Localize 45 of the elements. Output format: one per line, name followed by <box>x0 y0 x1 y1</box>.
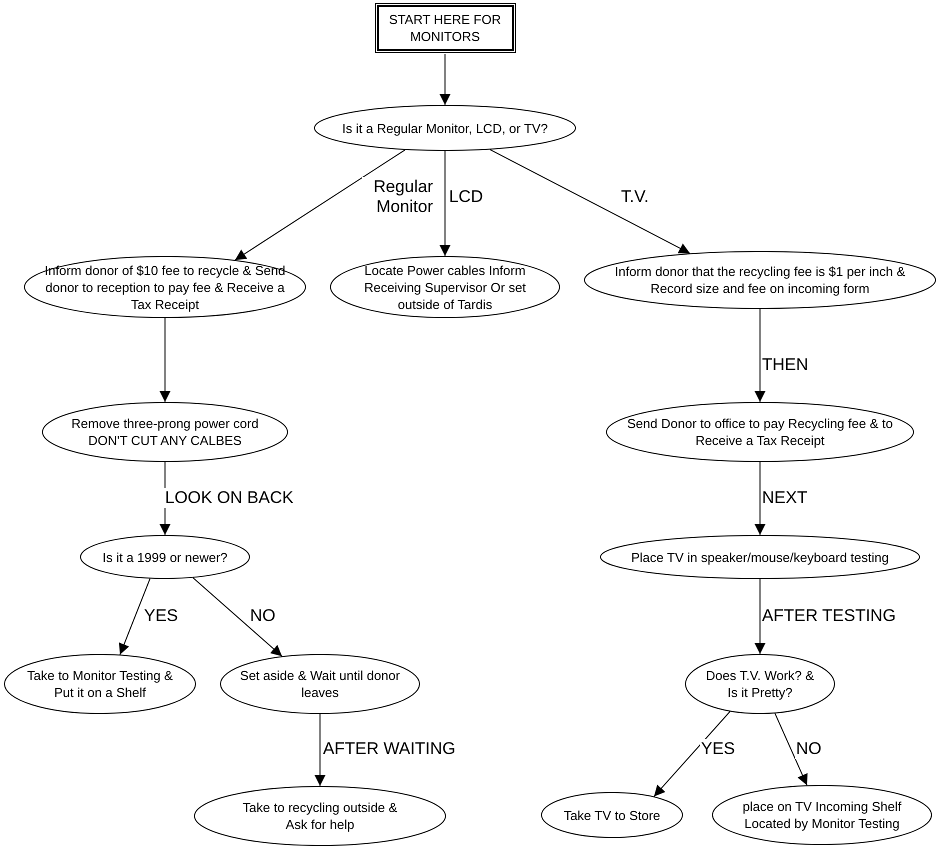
process-ellipse <box>4 654 196 714</box>
node-text: Take TV to Store <box>564 806 660 824</box>
node-text: Place TV in speaker/mouse/keyboard testing <box>631 548 889 566</box>
process-ellipse <box>314 105 576 151</box>
node-text: Set aside & Wait until donor leaves <box>239 667 401 701</box>
arrow <box>774 712 808 786</box>
edge-label: NO <box>795 739 822 759</box>
arrow <box>314 714 326 786</box>
arrow <box>234 149 406 261</box>
process-ellipse <box>42 402 288 462</box>
arrow <box>754 578 766 654</box>
start-box <box>376 5 514 51</box>
process-ellipse <box>80 535 250 579</box>
process-ellipse <box>685 654 835 714</box>
process-ellipse <box>541 792 683 838</box>
node-text: Does T.V. Work? & Is it Pretty? <box>705 667 815 701</box>
node-text: Inform donor of $10 fee to recycle & Send donor to reception to pay fee & Receive a Tax Receipt <box>44 262 286 312</box>
node-text: Take to Monitor Testing & Put it on a Shelf <box>26 667 174 701</box>
arrow <box>654 711 730 797</box>
node-text: place on TV Incoming Shelf Located by Monitor Testing <box>742 798 902 832</box>
arrow <box>118 578 150 656</box>
node-text: Take to recycling outside & Ask for help <box>242 799 398 833</box>
process-ellipse <box>600 535 920 579</box>
process-ellipse <box>606 402 914 462</box>
node-text: Inform donor that the recycling fee is $1 per inch & Record size and fee on incoming form <box>614 263 906 297</box>
arrow <box>754 462 766 536</box>
process-ellipse <box>24 256 306 318</box>
process-ellipse <box>712 785 932 845</box>
process-ellipse <box>220 654 420 714</box>
process-ellipse <box>584 251 936 309</box>
node-text: Locate Power cables Inform Receiving Supervisor Or set outside of Tardis <box>363 262 527 312</box>
node-text: Send Donor to office to pay Recycling fee & to Receive a Tax Receipt <box>626 415 894 449</box>
edge-label: LOOK ON BACK <box>164 488 294 508</box>
arrow <box>490 149 690 254</box>
node-text: Is it a Regular Monitor, LCD, or TV? <box>342 120 548 136</box>
node-text: Is it a 1999 or newer? <box>102 548 228 566</box>
node-text: START HERE FOR MONITORS <box>388 11 502 45</box>
arrow <box>440 150 450 256</box>
arrow <box>160 318 170 402</box>
process-ellipse <box>330 256 560 318</box>
process-ellipse <box>194 786 446 846</box>
node-text: Remove three-prong power cord DON'T CUT ANY CALBES <box>70 415 260 449</box>
arrow <box>754 308 766 402</box>
arrow <box>440 54 450 106</box>
arrow <box>192 577 282 657</box>
